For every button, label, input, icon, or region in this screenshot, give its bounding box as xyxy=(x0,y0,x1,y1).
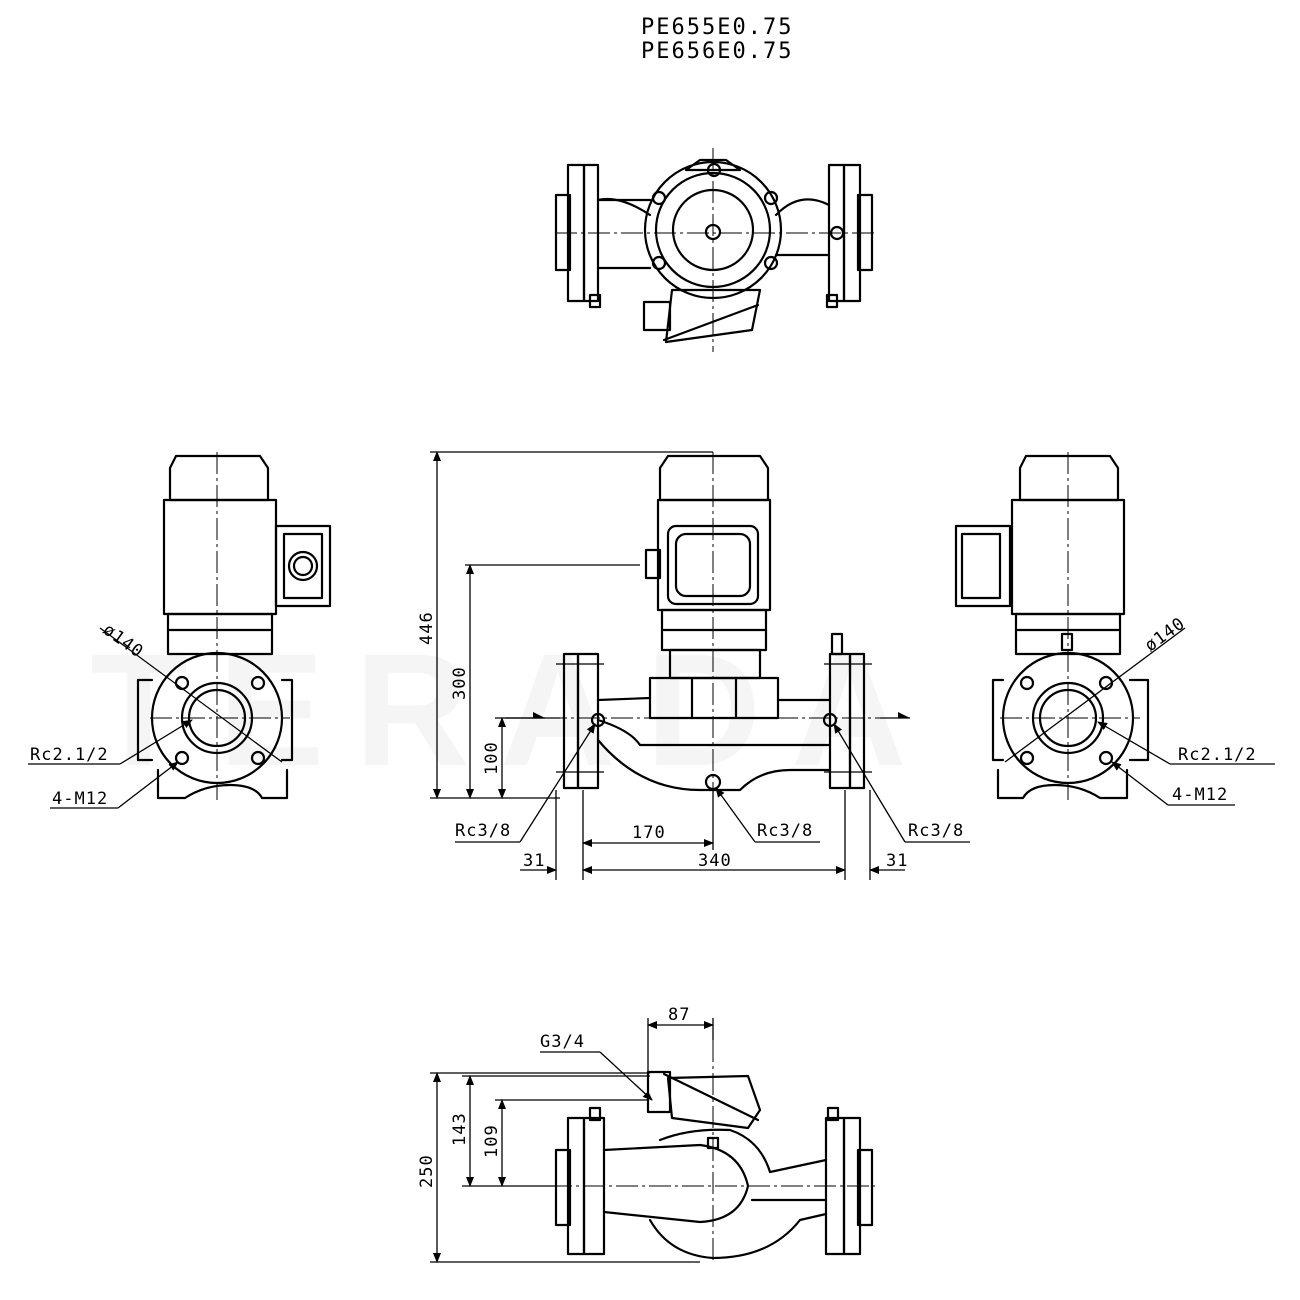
bottom-view xyxy=(550,1040,875,1262)
right-flange-diameter: ø140 xyxy=(1141,613,1189,656)
dim-face-to-face: 340 xyxy=(698,851,732,871)
right-side-view xyxy=(954,452,1150,800)
dim-center-depth: 109 xyxy=(482,1124,502,1158)
top-view xyxy=(554,148,875,352)
left-side-view xyxy=(136,452,332,800)
dim-port-height: 100 xyxy=(482,741,502,775)
dim-conduit-offset: 87 xyxy=(668,1005,690,1025)
bottom-dims xyxy=(430,1018,714,1263)
dim-motor-box-height: 300 xyxy=(450,666,470,700)
model-title-line2: PE656E0.75 xyxy=(641,39,793,64)
right-pipe-thread: Rc2.1/2 xyxy=(1178,745,1257,765)
front-dims xyxy=(430,451,970,880)
callout-conduit-thread: G3/4 xyxy=(540,1032,585,1052)
dim-flange-left: 31 xyxy=(523,851,545,871)
callout-port-drain: Rc3/8 xyxy=(757,821,813,841)
callout-port-left: Rc3/8 xyxy=(455,821,511,841)
dim-center-to-drain: 170 xyxy=(632,823,666,843)
dim-overall-depth: 250 xyxy=(417,1154,437,1188)
front-view xyxy=(505,452,910,800)
dim-conduit-depth: 143 xyxy=(450,1112,470,1146)
right-bolts: 4-M12 xyxy=(1172,785,1228,805)
model-title-line1: PE655E0.75 xyxy=(641,15,793,40)
left-bolts: 4-M12 xyxy=(52,789,108,809)
dim-flange-right: 31 xyxy=(886,851,908,871)
left-pipe-thread: Rc2.1/2 xyxy=(30,745,109,765)
right-side-dims xyxy=(1004,627,1275,806)
dim-overall-height: 446 xyxy=(417,611,437,645)
callout-port-right: Rc3/8 xyxy=(908,821,964,841)
left-side-dims xyxy=(28,627,283,809)
